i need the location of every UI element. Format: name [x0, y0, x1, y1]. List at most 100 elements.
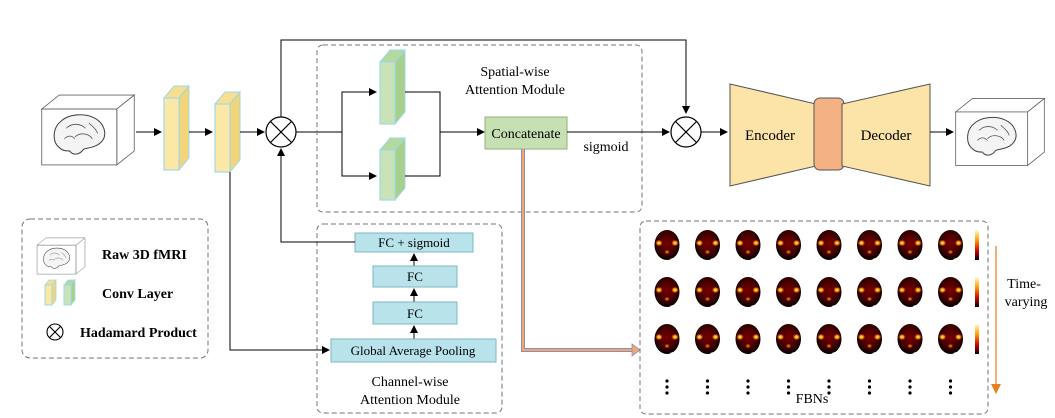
ellipsis-dot: [827, 379, 831, 383]
ellipsis-dot: [908, 379, 912, 383]
encoder-block: Encoder: [729, 83, 817, 187]
output-fmri-icon: [955, 98, 1045, 166]
ellipsis-dot: [746, 391, 750, 395]
fbn-map: [897, 324, 923, 355]
ellipsis-dot: [665, 379, 669, 383]
ellipsis-dot: [948, 379, 953, 383]
conv-layer-1: [162, 84, 191, 172]
fbn-map: [857, 277, 882, 308]
fc-upper-block: FC: [372, 265, 458, 288]
channel-module-title-1: Channel-wise: [372, 375, 449, 390]
time-varying-label-1: Time-: [1007, 277, 1041, 292]
ellipsis-dot: [786, 391, 791, 395]
fc-sigmoid-label: FC + sigmoid: [378, 235, 450, 250]
time-varying-label-2: varying: [1005, 295, 1048, 310]
fbn-colorbar: [975, 277, 979, 307]
fbn-map: [897, 230, 923, 261]
legend-raw-fmri-icon: [36, 237, 86, 275]
ellipsis-dot: [746, 385, 750, 389]
ellipsis-dot: [827, 391, 831, 395]
ellipsis-dot: [665, 391, 669, 395]
fc-lower-label: FC: [407, 306, 423, 321]
fbn-map: [938, 277, 963, 308]
spatial-conv-lower: [378, 136, 407, 202]
concatenate-label: Concatenate: [491, 127, 560, 142]
concatenate-block: Concatenate: [484, 116, 568, 150]
fbn-map: [735, 230, 761, 261]
fbn-map: [695, 324, 720, 355]
ellipsis-dot: [948, 391, 953, 395]
channel-module-title-2: Attention Module: [360, 393, 460, 408]
spatial-module-title-1: Spatial-wise: [480, 65, 549, 80]
bottleneck-block: [813, 97, 845, 171]
fbn-grid: [654, 230, 979, 395]
fbn-map: [735, 277, 761, 308]
fbn-map: [654, 277, 680, 308]
ellipsis-dot: [867, 391, 872, 395]
arrow-concat-to-fbns: [521, 149, 641, 357]
branch-lower: [341, 132, 377, 180]
fbn-map: [735, 324, 761, 355]
ellipsis-dot: [705, 385, 710, 389]
fbn-map: [857, 324, 882, 355]
sigmoid-label: sigmoid: [583, 140, 628, 155]
spatial-module-title-2: Attention Module: [465, 83, 565, 98]
ellipsis-dot: [786, 379, 791, 383]
fbn-map: [654, 230, 680, 261]
legend-hadamard-label: Hadamard Product: [80, 326, 197, 341]
fbn-map: [857, 230, 882, 261]
fbn-map: [816, 277, 842, 308]
skip-connection-top: [280, 39, 690, 117]
branch-upper: [341, 88, 377, 132]
ellipsis-dot: [786, 385, 791, 389]
hadamard-product-1-icon: [265, 116, 297, 148]
spatial-conv-upper: [378, 48, 407, 126]
ellipsis-dot: [867, 385, 872, 389]
fbn-colorbar: [975, 230, 979, 260]
ellipsis-dot: [705, 391, 710, 395]
legend-conv-icon: [44, 278, 76, 307]
ellipsis-dot: [948, 385, 953, 389]
legend-conv-label: Conv Layer: [102, 287, 173, 302]
merge-lower: [405, 132, 441, 177]
decoder-block: Decoder: [841, 83, 931, 187]
decoder-label: Decoder: [861, 128, 912, 144]
ellipsis-dot: [705, 379, 710, 383]
arrow-fcsigmoid-to-hadamard1: [277, 148, 355, 243]
fbn-map: [816, 230, 842, 261]
ellipsis-dot: [665, 385, 669, 389]
fc-sigmoid-block: FC + sigmoid: [354, 232, 474, 253]
spatial-attention-module: [316, 44, 643, 213]
ellipsis-dot: [908, 391, 912, 395]
conv-layer-2: [213, 90, 242, 174]
fbn-map: [695, 230, 720, 261]
fbn-map: [776, 277, 801, 308]
fbn-map: [776, 230, 801, 261]
fbn-map: [654, 324, 680, 355]
encoder-label: Encoder: [745, 128, 795, 144]
fbn-map: [816, 324, 842, 355]
fc-upper-label: FC: [407, 269, 423, 284]
ellipsis-dot: [827, 385, 831, 389]
fbn-map: [897, 277, 923, 308]
fbn-title: FBNs: [796, 392, 829, 407]
fc-lower-block: FC: [372, 301, 458, 325]
fbn-colorbar: [975, 324, 979, 354]
legend-box: [21, 218, 209, 359]
gap-label: Global Average Pooling: [351, 343, 476, 358]
global-average-pooling-block: Global Average Pooling: [330, 338, 497, 363]
fbn-map: [938, 230, 963, 261]
merge-upper: [405, 91, 441, 132]
fbn-map: [776, 324, 801, 355]
legend-raw-label: Raw 3D fMRI: [102, 248, 187, 263]
ellipsis-dot: [908, 385, 912, 389]
fbn-panel: [639, 220, 989, 415]
fbn-map: [938, 324, 963, 355]
arrow-conv2-to-gap: [229, 172, 330, 354]
legend-hadamard-icon: [46, 323, 64, 341]
ellipsis-dot: [746, 379, 750, 383]
fbn-map: [695, 277, 720, 308]
ellipsis-dot: [867, 379, 872, 383]
input-fmri-icon: [41, 94, 135, 166]
